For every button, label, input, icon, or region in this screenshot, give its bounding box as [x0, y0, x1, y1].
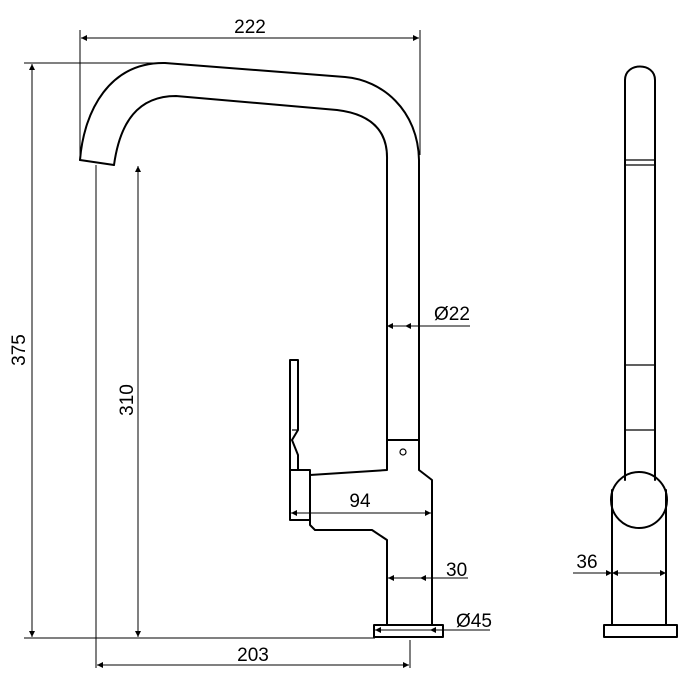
set-screw [399, 448, 407, 456]
dim-label-d22: Ø22 [434, 304, 470, 325]
spout-tip [79, 159, 115, 166]
dim-label-375: 375 [9, 334, 30, 366]
dim-label-36: 36 [576, 552, 597, 573]
lever-handle [289, 359, 299, 471]
dim-handle-depth: 94 [291, 491, 431, 516]
side-handle-knob [610, 471, 668, 529]
side-spout-outline [624, 65, 656, 481]
side-base-flange [603, 624, 678, 638]
dim-label-30: 30 [446, 560, 467, 581]
side-view [603, 65, 678, 638]
spout-outer-outline [79, 61, 420, 441]
dim-label-222: 222 [234, 17, 266, 38]
dim-body-width: 30 [388, 560, 468, 581]
front-view [79, 61, 444, 638]
base-flange [373, 624, 444, 638]
faucet-body [309, 439, 433, 626]
dim-spout-reach: 203 [97, 640, 411, 668]
spout-inner-outline [113, 95, 389, 441]
dim-spout-height: 310 [95, 165, 141, 668]
lever-base-plate [289, 469, 311, 521]
dim-label-310: 310 [117, 384, 138, 416]
dim-side-width: 36 [573, 552, 666, 576]
dim-base-diameter: Ø45 [375, 611, 492, 633]
dim-label-d45: Ø45 [456, 611, 492, 632]
dim-spout-diameter: Ø22 [387, 304, 470, 329]
dim-label-94: 94 [349, 491, 371, 512]
dim-label-203: 203 [237, 645, 269, 666]
side-body [611, 489, 667, 626]
dim-overall-height: 375 [9, 62, 375, 639]
dim-overall-width: 222 [79, 17, 421, 155]
